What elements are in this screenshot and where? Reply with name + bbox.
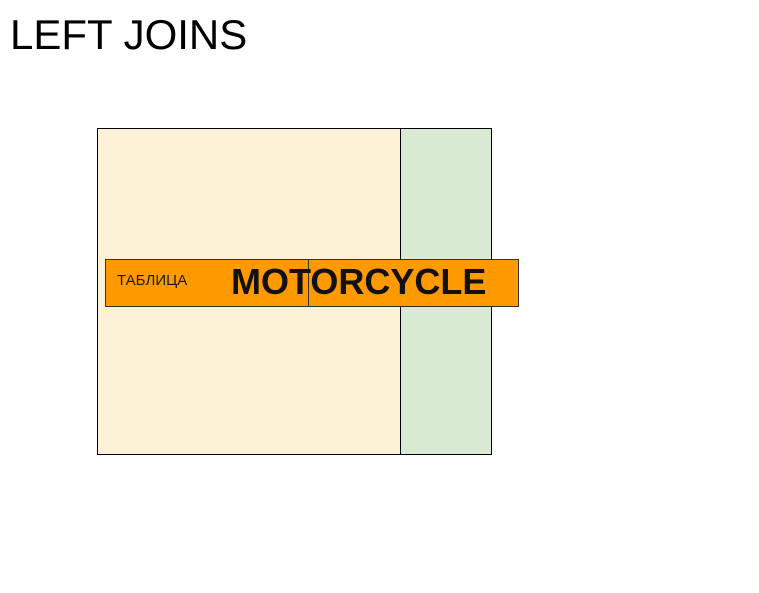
table-banner-name: MOTORCYCLE <box>231 261 487 302</box>
table-banner-left-segment <box>105 259 309 307</box>
slide-title: LEFT JOINS <box>10 11 248 58</box>
table-banner-prefix: ТАБЛИЦА <box>117 272 188 289</box>
table-banner-right-segment <box>308 259 519 307</box>
